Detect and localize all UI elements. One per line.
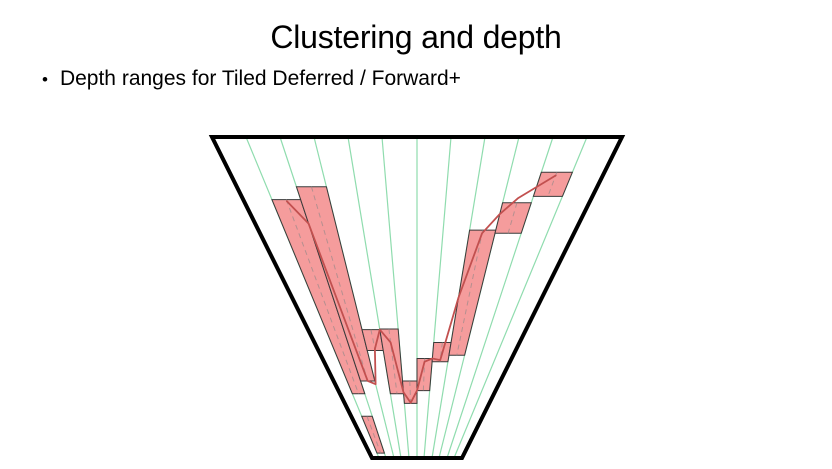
bullet-list-item: • Depth ranges for Tiled Deferred / Forw…: [42, 66, 461, 92]
range-center-guide: [409, 380, 412, 404]
tile-divider-line: [381, 136, 410, 459]
tile-5-range: [379, 328, 405, 395]
depth-range-group: [271, 171, 574, 454]
tile-7-range: [416, 357, 433, 392]
tile-2-range-lower: [360, 415, 386, 454]
range-center-guide: [439, 342, 443, 362]
range-center-guide: [388, 328, 398, 394]
tile-2-range-upper: [271, 199, 366, 395]
bullet-item-label: Depth ranges for Tiled Deferred / Forwar…: [59, 67, 461, 90]
tile-divider-line: [423, 136, 452, 459]
tile-9-range: [448, 229, 497, 356]
depth-silhouette-group: [285, 174, 557, 404]
range-center-guide: [310, 186, 369, 382]
tile-divider-group: [245, 136, 588, 459]
bullet-marker-icon: •: [42, 70, 48, 89]
depth-silhouette-polyline: [285, 174, 557, 404]
range-center-guide: [366, 416, 382, 454]
tile-10-range: [494, 202, 532, 234]
range-center-guide: [285, 199, 360, 394]
range-center-guide: [456, 229, 484, 356]
frustum-outline-group: [208, 135, 626, 460]
range-center-guide: [370, 329, 376, 351]
tile-divider-line: [347, 136, 402, 459]
page-title: Clustering and depth: [270, 19, 562, 55]
frustum-outline: [208, 135, 626, 460]
